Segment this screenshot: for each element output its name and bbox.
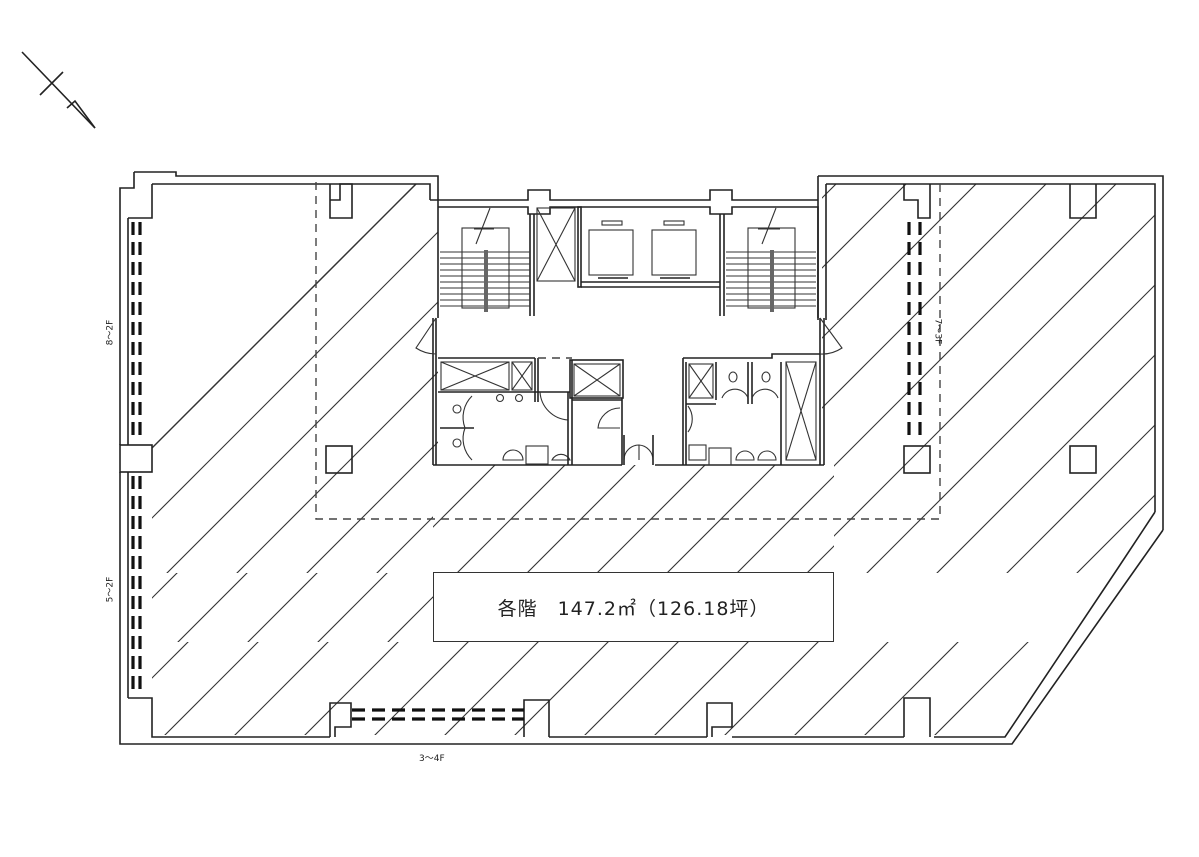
dashed-boundary [131, 182, 941, 721]
floor-range-label-left-lower: 5～2F [105, 576, 116, 603]
exterior-walls [119, 171, 1164, 745]
floor-range-label-right: 7～3F [932, 318, 943, 345]
shaft-center [569, 359, 624, 465]
stair-right [719, 207, 816, 316]
building-core [415, 189, 843, 466]
elevator-1 [588, 220, 634, 279]
area-label-box: 各階 147.2㎡（126.18坪） [433, 572, 834, 642]
restroom-right [682, 353, 820, 466]
hall-double-door [623, 435, 654, 465]
restroom-left [438, 357, 573, 465]
shaft-left [536, 206, 582, 288]
area-label-text: 各階 147.2㎡（126.18坪） [497, 597, 770, 620]
floor-range-label-left-upper: 8～2F [105, 319, 116, 346]
floor-range-label-bottom: 3～4F [419, 754, 445, 764]
structural-columns [325, 183, 1097, 738]
elevator-2 [651, 220, 697, 279]
stair-left [440, 207, 535, 316]
north-arrow-icon [21, 51, 96, 129]
